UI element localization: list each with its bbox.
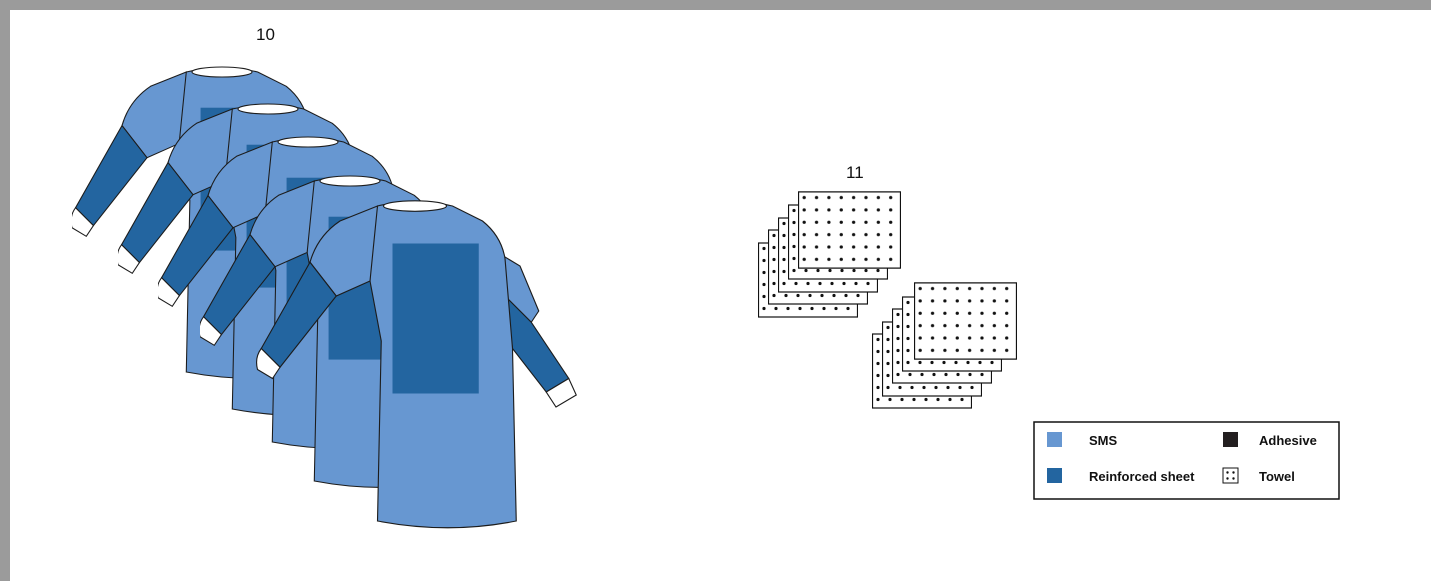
gowns-item-label: 10: [256, 25, 275, 44]
towel-swatch-dot: [1232, 471, 1235, 474]
towel-stack-2: [872, 282, 1017, 409]
legend-label-reinforced: Reinforced sheet: [1089, 469, 1195, 484]
legend-item-sms: SMS: [1047, 432, 1118, 448]
towels-item-label: 11: [846, 163, 864, 182]
reinforced-swatch: [1047, 468, 1062, 483]
towel-swatch: [1222, 467, 1239, 484]
towel-swatch-dot: [1226, 471, 1229, 474]
legend-item-reinforced: Reinforced sheet: [1047, 468, 1195, 484]
legend-label-towel: Towel: [1259, 469, 1295, 484]
towel: [798, 191, 901, 269]
legend-label-sms: SMS: [1089, 433, 1118, 448]
legend-item-adhesive: Adhesive: [1223, 432, 1317, 448]
towel-swatch-dot: [1226, 477, 1229, 480]
towel-swatch-dot: [1232, 477, 1235, 480]
legend-item-towel: Towel: [1222, 467, 1295, 484]
sms-swatch: [1047, 432, 1062, 447]
gown-stack: [72, 66, 577, 529]
adhesive-swatch: [1223, 432, 1238, 447]
legend-label-adhesive: Adhesive: [1259, 433, 1317, 448]
towel: [914, 282, 1017, 360]
towel-stack-1: [758, 191, 901, 318]
legend-box: [1033, 421, 1340, 500]
legend: SMS Reinforced sheet Adhesive Towel: [1033, 421, 1340, 500]
